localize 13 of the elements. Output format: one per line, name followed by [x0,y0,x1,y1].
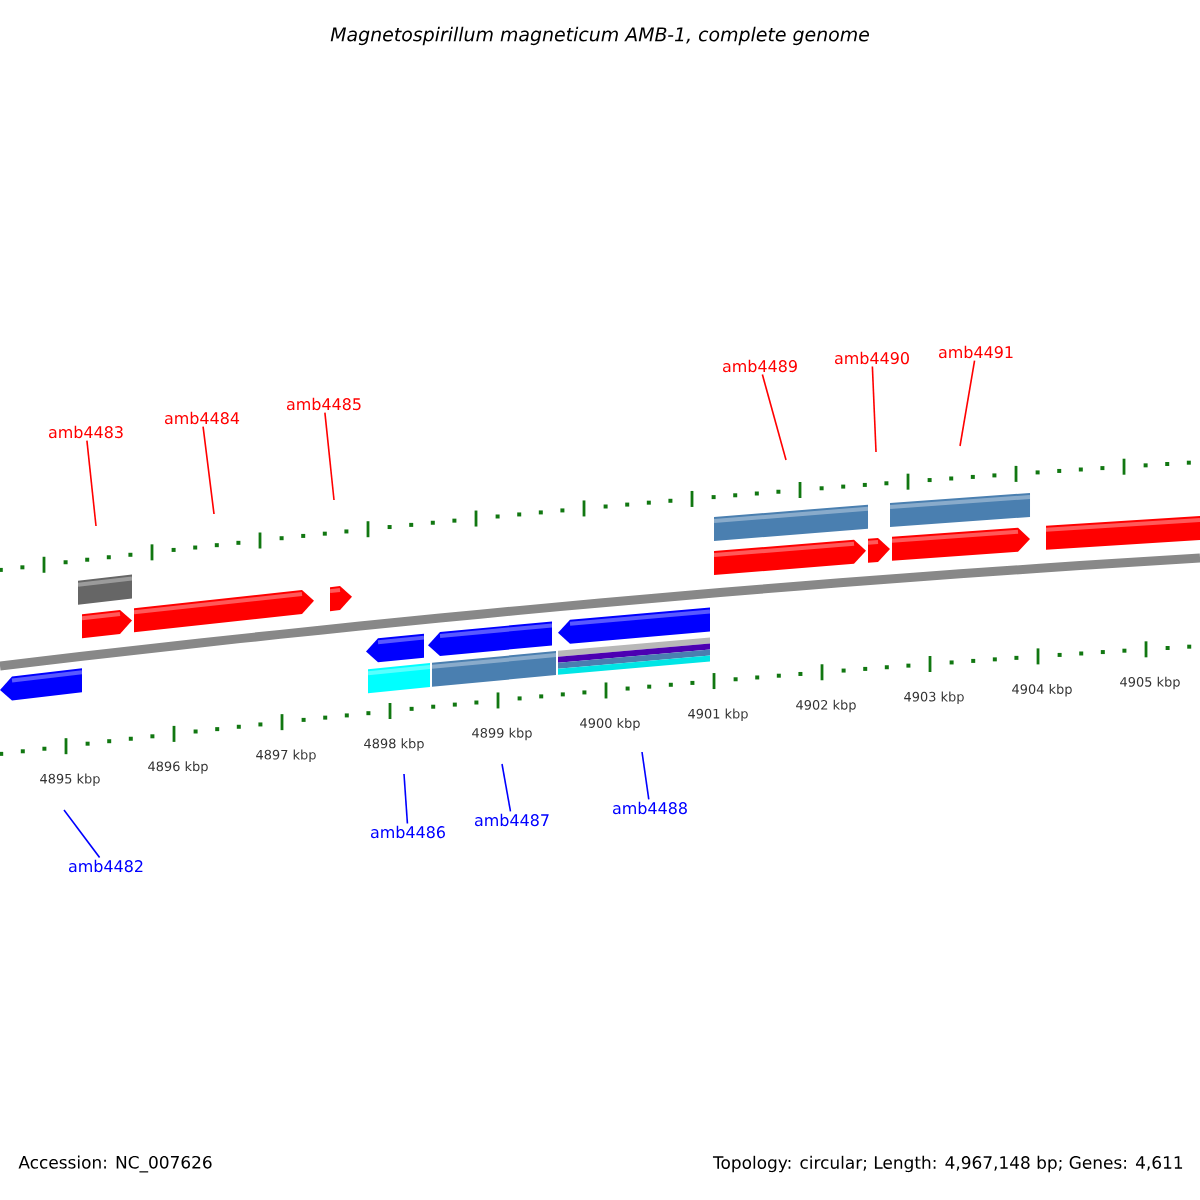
leader-line [871,365,877,453]
title: Magnetospirillum magneticum AMB-1, complete genome [330,26,869,46]
leader-line [761,373,787,461]
leader-line [86,439,97,527]
leader-line [501,763,512,813]
leader-line [403,773,409,825]
footer-text: Accession: NC_007626 [18,1155,212,1173]
leader-line [641,751,650,801]
footer-text: Topology: circular; Length: 4,967,148 bp; Genes: 4,611 [712,1155,1183,1173]
leader-line [959,359,976,447]
leader-line [202,425,215,515]
leader-line [63,809,101,859]
leader-line [324,411,335,501]
